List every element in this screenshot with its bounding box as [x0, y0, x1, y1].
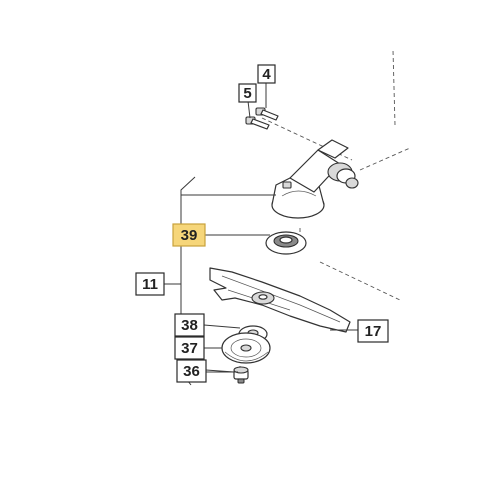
callout-36: 36 [176, 359, 207, 383]
svg-text:39: 39 [181, 227, 198, 244]
leader-lines [203, 83, 358, 373]
svg-text:36: 36 [183, 363, 200, 380]
bolt-part-5 [245, 116, 270, 130]
washer-part-39 [265, 231, 307, 255]
callout-38: 38 [174, 313, 205, 337]
callout-11: 11 [135, 272, 165, 296]
svg-text:37: 37 [181, 340, 198, 357]
callout-37: 37 [174, 336, 205, 360]
nut-part-36 [233, 366, 249, 384]
gear-head-housing [271, 139, 359, 219]
callout-5: 5 [238, 83, 257, 103]
svg-text:4: 4 [262, 66, 271, 83]
svg-text:38: 38 [181, 317, 198, 334]
callout-39: 39 [172, 223, 206, 247]
callout-4: 4 [257, 64, 276, 84]
callout-17: 17 [357, 319, 389, 343]
svg-text:11: 11 [142, 276, 158, 293]
bolt-part-4 [255, 107, 279, 121]
svg-text:17: 17 [365, 323, 382, 340]
blade-part-17 [209, 267, 351, 333]
svg-text:5: 5 [243, 85, 251, 102]
guard-disc-part-37 [221, 332, 271, 364]
